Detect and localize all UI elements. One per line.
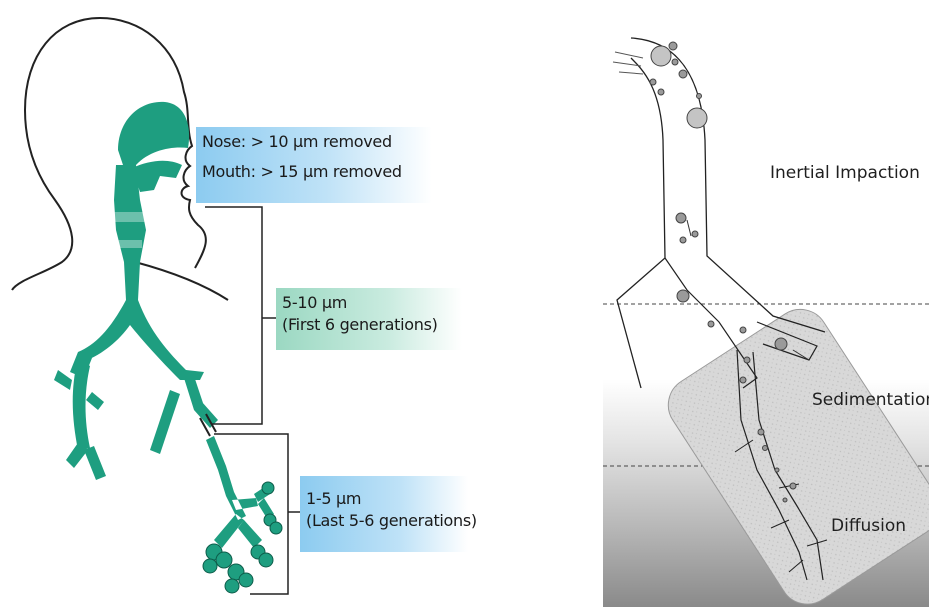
left-lung-branches	[54, 352, 106, 480]
low-size: 1-5 µm	[306, 488, 462, 510]
nose-line: Nose: > 10 µm removed	[202, 131, 426, 153]
mid-size: 5-10 µm	[282, 292, 456, 314]
sedimentation-label: Sedimentation	[812, 390, 929, 410]
low-gen: (Last 5-6 generations)	[306, 510, 462, 532]
inertial-impaction-label: Inertial Impaction	[770, 163, 920, 183]
head-outline	[12, 18, 206, 290]
mouth-line: Mouth: > 15 µm removed	[202, 161, 426, 183]
bracket-lower	[214, 434, 288, 594]
alveoli-cluster	[203, 482, 282, 593]
diffusion-label: Diffusion	[831, 516, 906, 536]
nasal-cavity	[118, 102, 189, 168]
airflow-lines	[613, 52, 643, 74]
respiratory-deposition-diagram: Nose: > 10 µm removed Mouth: > 15 µm rem…	[0, 0, 470, 607]
nose-mouth-label: Nose: > 10 µm removed Mouth: > 15 µm rem…	[196, 127, 432, 203]
first-generations-label: 5-10 µm (First 6 generations)	[276, 288, 462, 350]
oral-cavity	[132, 161, 182, 192]
bracket-upper	[205, 207, 262, 424]
main-bronchi	[78, 300, 188, 380]
shoulder-line	[135, 262, 228, 300]
mid-gen: (First 6 generations)	[282, 314, 456, 336]
last-generations-label: 1-5 µm (Last 5-6 generations)	[300, 476, 468, 552]
